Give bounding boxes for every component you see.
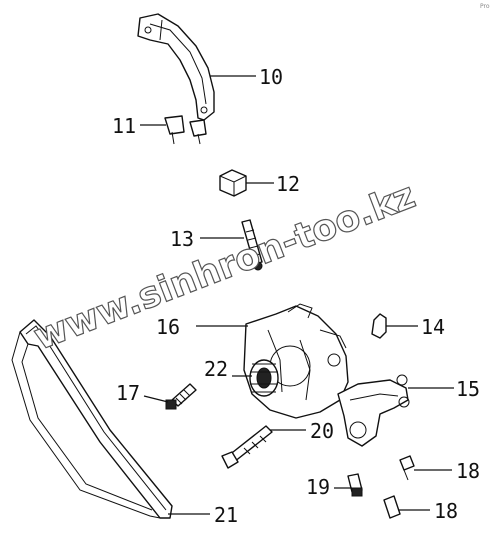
callout-17: 17 [116,381,140,405]
part-19-bolt [347,473,363,497]
callout-15: 15 [456,377,480,401]
leader-17 [143,395,169,403]
callout-18-lower: 18 [434,499,458,523]
part-12-nut [219,169,247,197]
part-10-bracket [137,13,215,121]
callout-11: 11 [112,114,136,138]
part-17-bolt [165,383,197,410]
part-13-bolt [241,219,263,271]
callout-21: 21 [214,503,238,527]
callout-14: 14 [421,315,445,339]
part-14-clip [371,313,387,339]
callout-19: 19 [306,475,330,499]
watermark: www.sinhron-too.kz [29,175,421,358]
part-11-bolts [164,115,207,145]
callout-16: 16 [156,315,180,339]
part-18-bolt-lower [383,495,401,519]
part-22-pulley [249,359,279,397]
part-21-belt [11,319,173,519]
callout-18-upper: 18 [456,459,480,483]
part-20-bolt [221,425,273,469]
corner-mark: Pro [480,3,490,10]
callout-12: 12 [276,172,300,196]
callout-10: 10 [259,65,283,89]
callout-13: 13 [170,227,194,251]
part-15-tensioner [337,374,410,447]
part-18-bolt-upper [399,455,415,481]
callout-20: 20 [310,419,334,443]
callout-22: 22 [204,357,228,381]
